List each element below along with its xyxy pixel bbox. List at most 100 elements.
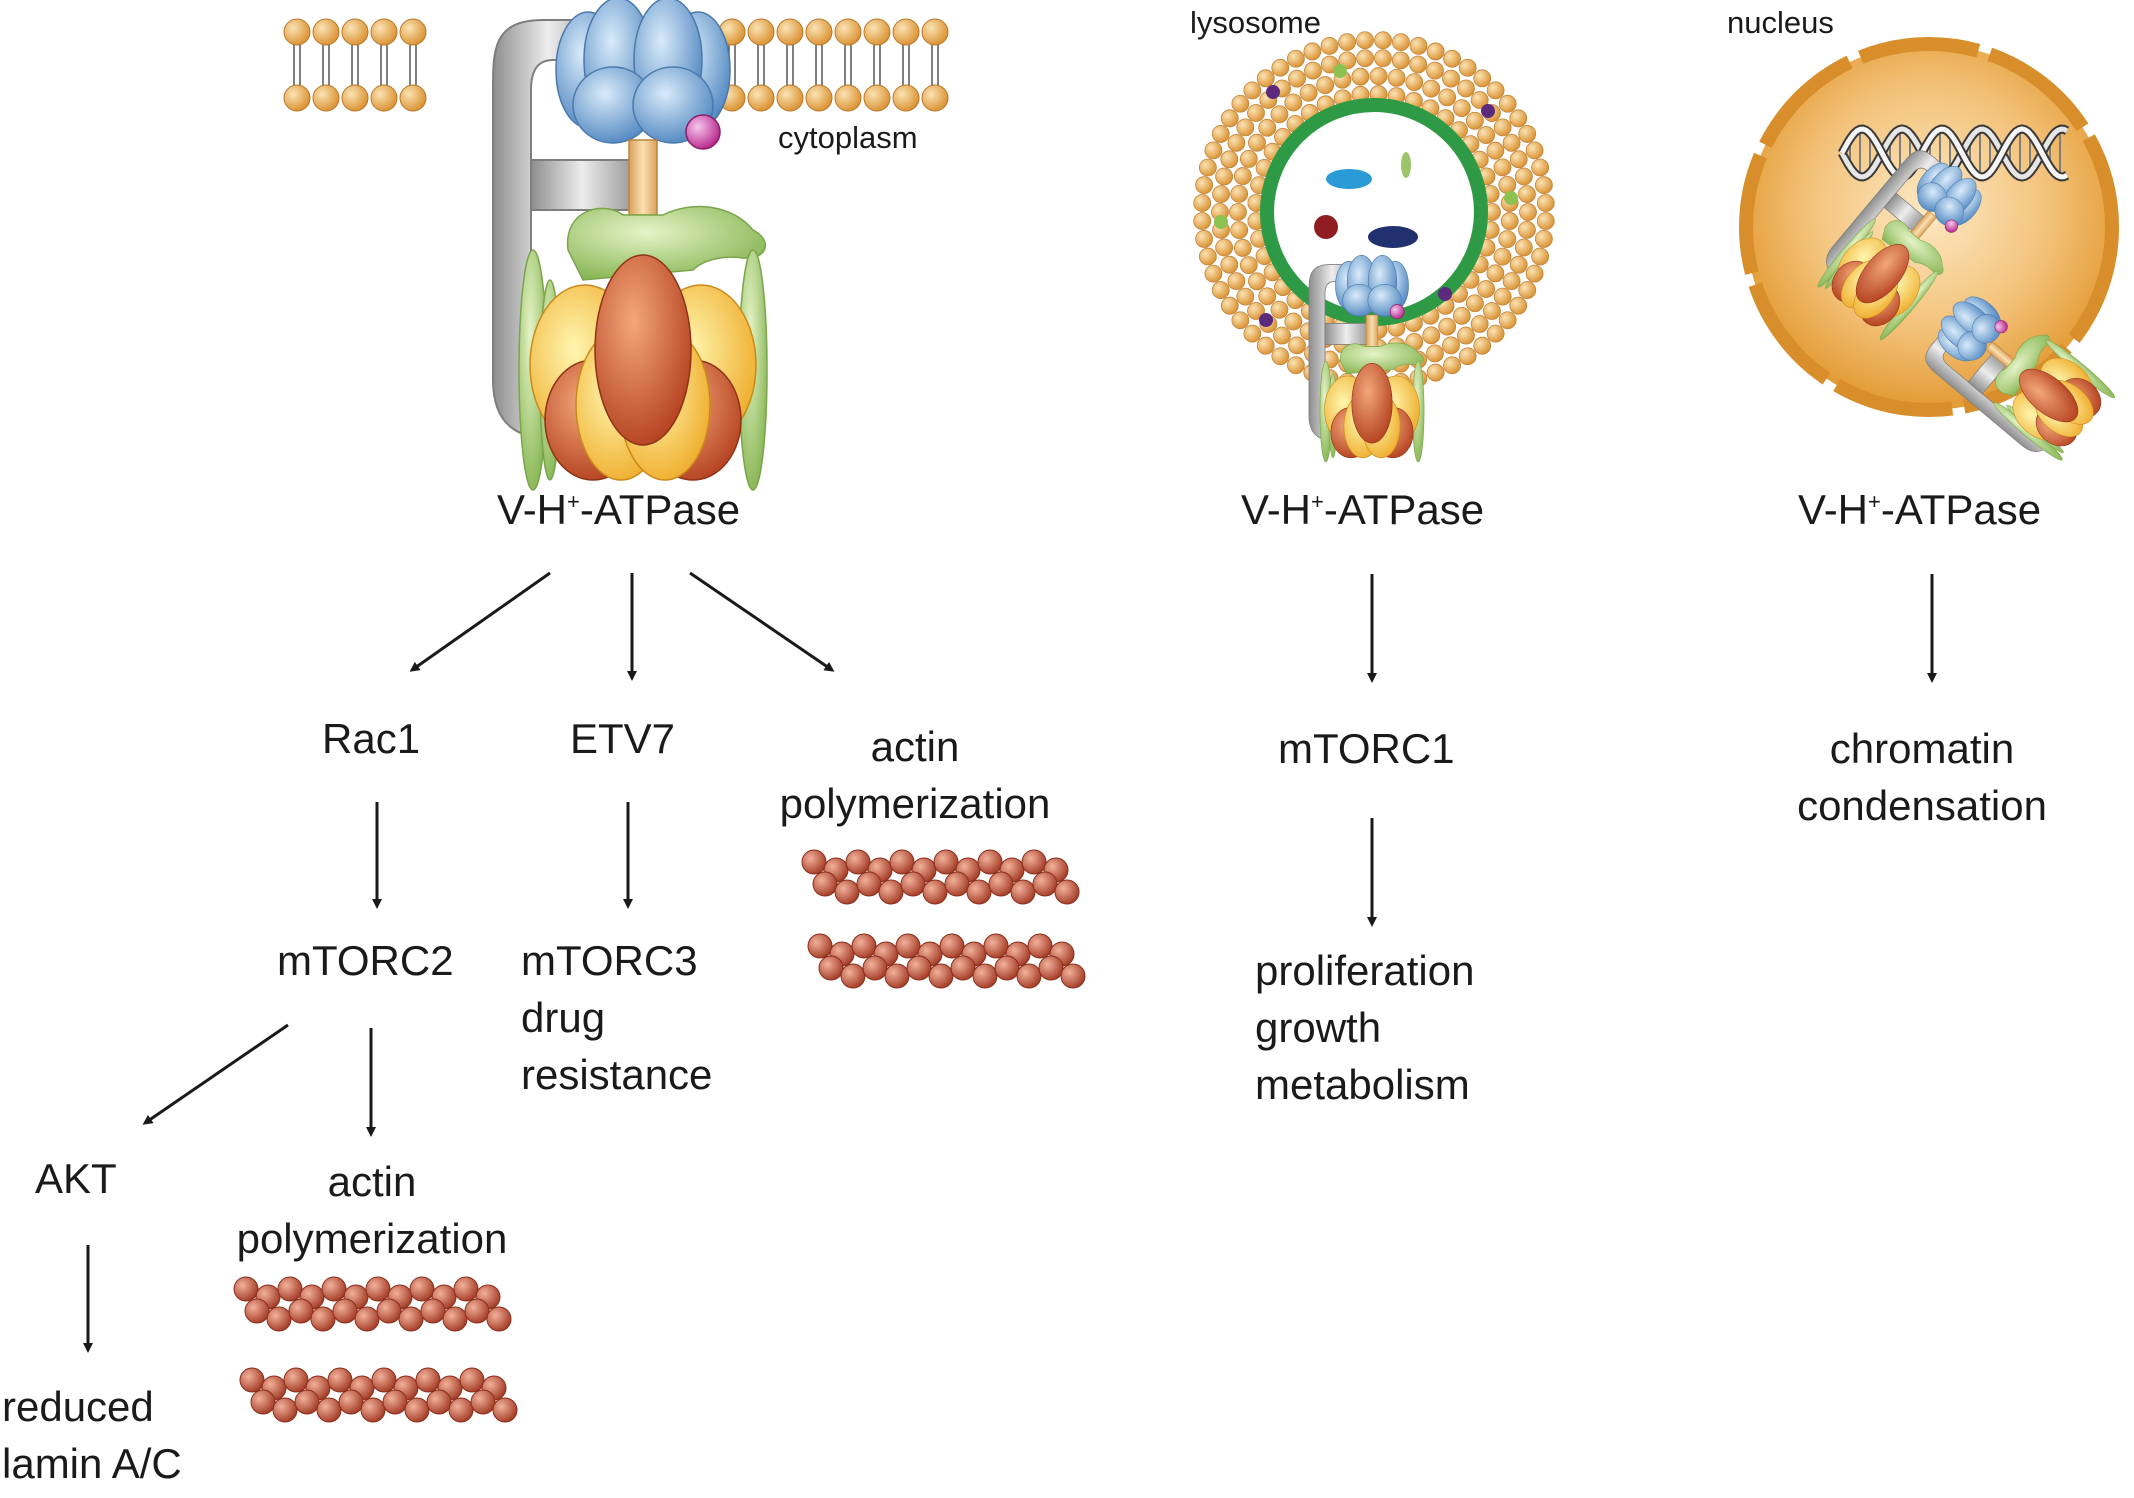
actin-monomer (1054, 879, 1080, 905)
enzyme-charge: + (567, 489, 580, 514)
lysosome-lipid (1443, 49, 1461, 68)
actin-monomer (845, 849, 871, 875)
etv7-label: ETV7 (570, 715, 676, 762)
actin-monomer (939, 933, 965, 959)
lysosome-lipid (1387, 68, 1406, 87)
lipid-head (805, 18, 833, 46)
lysosome-lipid (1422, 326, 1441, 345)
actin-monomer (354, 1306, 380, 1332)
outcomes-block: proliferation growth metabolism (1255, 942, 1474, 1113)
actin-monomer (851, 933, 877, 959)
growth-label: growth (1255, 1004, 1382, 1051)
lysosome-lipid (1284, 312, 1303, 331)
lysosome-lipid (1212, 185, 1230, 204)
lysosome-lipid (1392, 33, 1410, 52)
actin-monomer (933, 849, 959, 875)
lysosome-lipid (1514, 238, 1533, 257)
lipid-head (776, 84, 804, 112)
lysosome-lipid (1473, 336, 1492, 355)
lysosome-lipid (1256, 69, 1275, 88)
lysosome-lipid (1525, 141, 1544, 160)
lipid-head (834, 18, 862, 46)
actin-monomer (316, 1397, 342, 1423)
actin-monomer (889, 849, 915, 875)
enzyme-label-nucleus: V-H+-ATPase (1798, 481, 2041, 538)
lysosome-lipid (1500, 212, 1519, 230)
lysosome-lipid (1288, 336, 1306, 355)
lysosome-lipid (1470, 315, 1489, 333)
actin-monomer (1016, 963, 1042, 989)
lysosome-lipid (1531, 158, 1550, 177)
actin-monomer (972, 963, 998, 989)
lysosome-lipid (1316, 76, 1335, 94)
lysosome-lipid (1498, 176, 1517, 194)
lysosome-lipid (1243, 324, 1262, 343)
lysosome-lipid (1426, 344, 1444, 363)
lysosome-lipid (1204, 141, 1223, 160)
lipid-head (283, 84, 311, 112)
chromatin-condensation-block: chromatin condensation (1762, 720, 2082, 834)
cytoplasm-label: cytoplasm (778, 120, 918, 155)
lysosome-lipid (1211, 125, 1230, 143)
lipid-head (399, 18, 427, 46)
lysosome-lipid (1215, 167, 1234, 186)
actin-monomer (807, 933, 833, 959)
actin-monomer (404, 1397, 430, 1423)
actin-monomer (442, 1306, 468, 1332)
rac1-label: Rac1 (322, 715, 421, 762)
lamin-block: reduced lamin A/C (2, 1378, 182, 1492)
enzyme-name: V-H (497, 486, 568, 533)
lysosome-lipid (1493, 287, 1512, 306)
lysosome-lipid (1409, 55, 1428, 74)
lysosome-lipid (1356, 31, 1374, 50)
lysosome-lipid (1498, 94, 1517, 113)
lysosome-lipid (1458, 347, 1477, 366)
metabolism-label: metabolism (1255, 1061, 1470, 1108)
actin-monomer (818, 955, 844, 981)
lipid-head (747, 84, 775, 112)
actin-monomer (464, 1298, 490, 1324)
lysosome-lipid (1426, 61, 1444, 80)
lysosome-lipid (1193, 212, 1212, 230)
akt-label: AKT (35, 1155, 117, 1202)
actin-monomer (895, 933, 921, 959)
actin-word: actin (870, 723, 960, 770)
lysosome-lipid (1426, 363, 1445, 382)
actin-monomer (492, 1397, 518, 1423)
lysosome-lipid (1287, 356, 1305, 375)
lysosome-label: lysosome (1190, 5, 1321, 40)
actin-polymerization-top-label: actin polymerization (755, 718, 1075, 832)
lysosome-lipid (1458, 58, 1477, 77)
actin-monomer (360, 1397, 386, 1423)
actin-filament-bottom (233, 1276, 518, 1423)
lysosome-lipid (1215, 238, 1234, 257)
actin-monomer (1032, 871, 1058, 897)
lysosome-lipid (1258, 118, 1277, 137)
actin-monomer (288, 1298, 314, 1324)
lysosome-lipid (1426, 42, 1445, 61)
lipid-head (834, 84, 862, 112)
actin-monomer (327, 1367, 353, 1393)
lysosome-lipid (1486, 141, 1505, 160)
enzyme-label-lysosome: V-H+-ATPase (1241, 481, 1484, 538)
lipid-head (776, 18, 804, 46)
actin-monomer (420, 1298, 446, 1324)
lysosome-lipid (1227, 133, 1246, 152)
actin-monomer (486, 1306, 512, 1332)
arrow-to-actin-top (689, 571, 835, 672)
actin-monomer (840, 963, 866, 989)
lysosome-lipid (1477, 280, 1496, 298)
actin-monomer (1010, 879, 1036, 905)
lysosome-cargo-red (1314, 215, 1338, 239)
lipid-head (863, 18, 891, 46)
actin-monomer (415, 1367, 441, 1393)
lysosome-marker (1333, 64, 1347, 78)
lysosome-lipid (1374, 49, 1392, 68)
lipid-head (341, 84, 369, 112)
lysosome-lipid (1287, 49, 1305, 68)
lipid-head (921, 84, 949, 112)
actin-monomer (398, 1306, 424, 1332)
actin-monomer (321, 1276, 347, 1302)
actin-monomer (950, 955, 976, 981)
actin-monomer (1027, 933, 1053, 959)
